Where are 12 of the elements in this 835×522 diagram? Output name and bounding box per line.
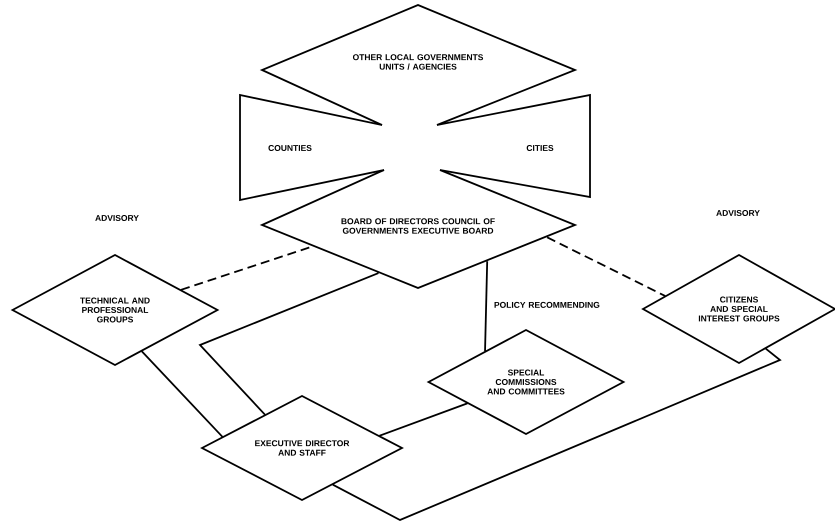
connector-line bbox=[332, 348, 782, 521]
group-label: ADVISORY bbox=[95, 215, 139, 221]
connector-line bbox=[379, 402, 468, 437]
wedge-box: COUNTIES bbox=[239, 94, 384, 202]
connector-line bbox=[198, 272, 379, 416]
group-label: ADVISORY bbox=[716, 210, 760, 216]
connector-line bbox=[546, 236, 666, 297]
wedge-box: CITIES bbox=[436, 94, 591, 198]
connector-line bbox=[484, 261, 488, 352]
connector-line bbox=[141, 350, 224, 438]
edge-label: POLICY RECOMMENDING bbox=[494, 302, 600, 308]
connector-line bbox=[180, 246, 312, 291]
